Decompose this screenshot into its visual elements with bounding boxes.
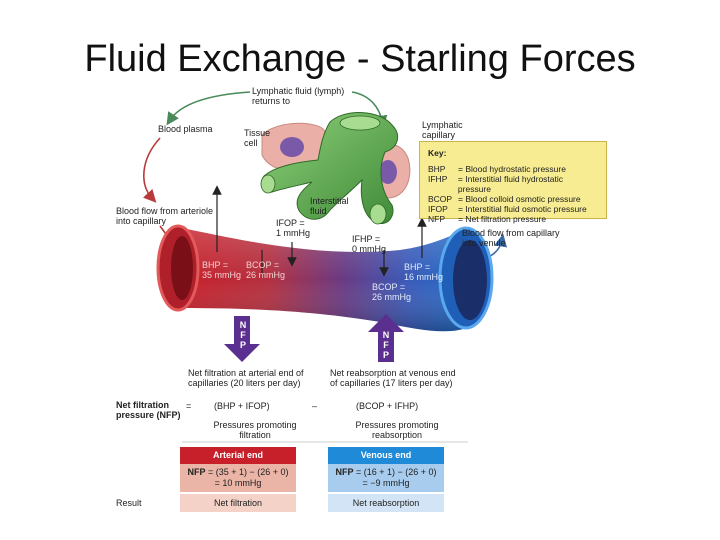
lymph-return-label: Lymphatic fluid (lymph) returns to: [252, 86, 345, 106]
lymphatic-opening-bottom: [369, 203, 387, 225]
lymphatic-capillary-label: Lymphatic capillary: [422, 120, 463, 140]
plasma-to-lymph-arrow: [166, 91, 251, 126]
nfp-up-letters: N F P: [382, 330, 390, 360]
bcop-arterial-label: BCOP = 26 mmHg: [246, 260, 286, 280]
arterial-end-nfp: NFP = (35 + 1) − (26 + 0) = 10 mmHg: [180, 464, 296, 492]
venous-end-header: Venous end: [328, 447, 444, 464]
slide-title: Fluid Exchange - Starling Forces: [84, 38, 636, 80]
equals-sign: =: [186, 401, 192, 411]
bcop-venous-label: BCOP = 26 mmHg: [372, 282, 412, 302]
net-filtration-caption: Net filtration at arterial end of capill…: [188, 368, 304, 388]
nfp-arrow-down: [224, 316, 260, 362]
arterial-end-lumen: [171, 236, 193, 300]
tissue-cell-left-nucleus: [280, 137, 304, 157]
minus-sign: –: [312, 401, 318, 411]
result-row-label: Result: [116, 498, 142, 508]
key-row: IFOP= Interstitial fluid osmotic pressur…: [428, 204, 587, 214]
tissue-cell-right-nucleus: [379, 160, 397, 184]
nfp-arrow-up: [368, 314, 404, 362]
blood-plasma-label: Blood plasma: [158, 124, 213, 134]
key-row: IFHP= Interstitial fluid hydrostatic pre…: [428, 174, 564, 194]
ifop-label: IFOP = 1 mmHg: [276, 218, 311, 238]
lymphatic-opening-left: [260, 174, 276, 194]
plasma-to-capillary-arrow: [142, 137, 161, 203]
filtration-expression: (BHP + IFOP): [214, 401, 270, 411]
ifhp-label: IFHP = 0 mmHg: [352, 234, 387, 254]
key-legend: Key: BHP= Blood hydrostatic pressure IFH…: [419, 141, 607, 224]
flow-to-venule-label: Blood flow from capillary into venule: [462, 228, 560, 248]
bhp-arterial-label: BHP = 35 mmHg: [202, 260, 242, 280]
reabsorption-expression: (BCOP + IFHP): [356, 401, 419, 411]
venous-end-nfp: NFP = (16 + 1) − (26 + 0) = −9 mmHg: [328, 464, 444, 492]
tissue-cell-label: Tissue cell: [244, 128, 271, 148]
key-row: NFP= Net filtration pressure: [428, 214, 547, 224]
pressures-promoting-filtration: Pressures promoting filtration: [213, 420, 297, 440]
venous-end-result: Net reabsorption: [328, 494, 444, 512]
nfp-down-letters: N F P: [239, 320, 247, 350]
bhp-venous-label: BHP = 16 mmHg: [404, 262, 444, 282]
arterial-end-result: Net filtration: [180, 494, 296, 512]
flow-from-arteriole-label: Blood flow from arteriole into capillary: [116, 206, 214, 226]
lymphatic-capillary: [260, 112, 399, 224]
key-title: Key:: [428, 148, 447, 158]
arterial-end-header: Arterial end: [180, 447, 296, 464]
pressures-promoting-reabsorption: Pressures promoting reabsorption: [355, 420, 439, 440]
net-reabsorption-caption: Net reabsorption at venous end of capill…: [330, 368, 456, 388]
key-row: BHP= Blood hydrostatic pressure: [428, 164, 566, 174]
interstitial-fluid-label: Interstitial fluid: [310, 196, 349, 216]
capillary-vessel-shading: [182, 228, 472, 332]
lymphatic-opening-top: [339, 115, 381, 131]
venous-end-lumen: [453, 240, 487, 320]
key-row: BCOP= Blood colloid osmotic pressure: [428, 194, 581, 204]
nfp-row-label: Net filtration pressure (NFP): [116, 400, 181, 420]
